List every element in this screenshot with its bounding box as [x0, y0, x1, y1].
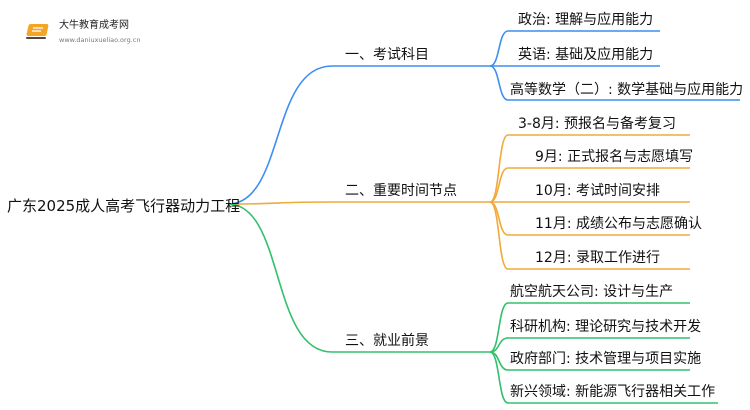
leaf-date-mar-aug: 3-8月: 预报名与备考复习	[518, 116, 677, 132]
branch-connector	[227, 65, 490, 205]
root-node: 广东2025成人高考飞行器动力工程	[7, 197, 241, 215]
leaf-date-oct: 10月: 考试时间安排	[535, 183, 660, 199]
leaf-english: 英语: 基础及应用能力	[518, 47, 654, 63]
branch-career-prospects: 三、就业前景	[345, 333, 429, 349]
logo-title: 大牛教育成考网	[59, 20, 129, 31]
leaf-career-research: 科研机构: 理论研究与技术开发	[510, 319, 702, 335]
branch-exam-subjects: 一、考试科目	[345, 47, 429, 63]
site-logo: 大牛教育成考网 www.daniuxueliao.org.cn	[8, 8, 188, 50]
leaf-politics: 政治: 理解与应用能力	[518, 12, 654, 28]
leaf-connector	[489, 65, 740, 101]
leaf-connector	[489, 30, 660, 67]
logo-url: www.daniuxueliao.org.cn	[59, 36, 141, 44]
leaf-connector	[489, 337, 690, 353]
leaf-date-nov: 11月: 成绩公布与志愿确认	[535, 216, 702, 232]
leaf-connector	[489, 302, 690, 353]
leaf-date-dec: 12月: 录取工作进行	[535, 250, 660, 266]
leaf-connector	[489, 167, 690, 203]
leaf-career-aerospace: 航空航天公司: 设计与生产	[510, 284, 674, 300]
leaf-connector	[489, 134, 690, 203]
leaf-date-sep: 9月: 正式报名与志愿填写	[535, 149, 694, 165]
book-logo-icon	[26, 24, 49, 39]
leaf-career-government: 政府部门: 技术管理与项目实施	[510, 351, 702, 367]
branch-connector	[227, 201, 490, 205]
leaf-career-new-energy: 新兴领域: 新能源飞行器相关工作	[510, 384, 716, 400]
branch-key-dates: 二、重要时间节点	[345, 183, 457, 199]
leaf-connector	[489, 351, 718, 404]
leaf-connector	[489, 201, 690, 270]
branch-connector	[227, 203, 490, 353]
leaf-advanced-math: 高等数学（二）: 数学基础与应用能力	[510, 82, 744, 98]
